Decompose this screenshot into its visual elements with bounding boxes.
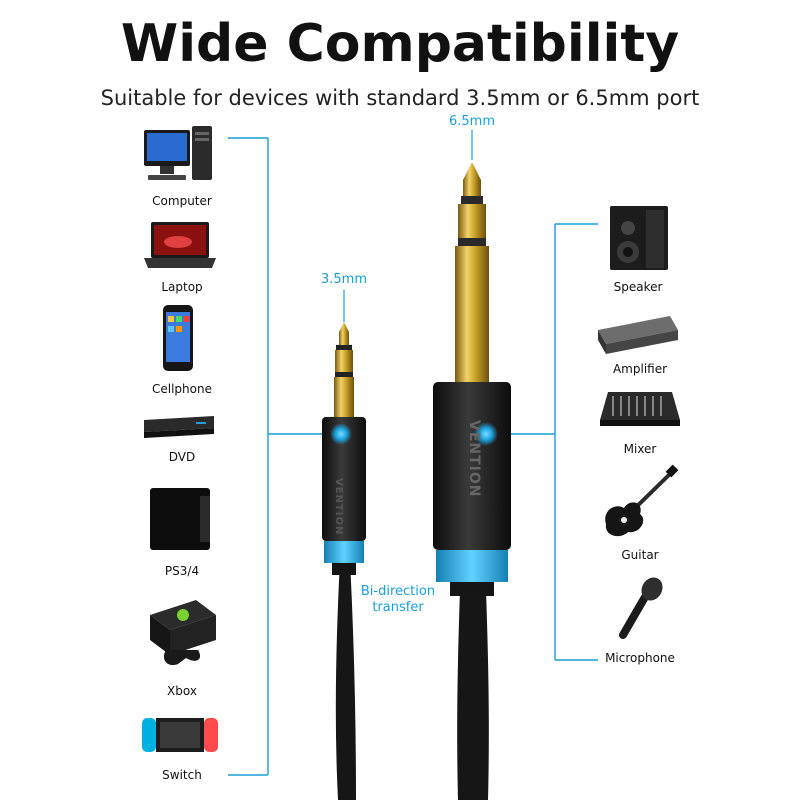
laptop-icon [144, 222, 216, 268]
device-label-switch: Switch [162, 768, 202, 782]
device-label-laptop: Laptop [161, 280, 203, 294]
device-label-amplifier: Amplifier [612, 362, 668, 376]
device-label-guitar: Guitar [621, 548, 659, 562]
amplifier-icon [598, 316, 678, 354]
device-label-computer: Computer [152, 194, 212, 208]
small-plug-label: 3.5mm [320, 272, 367, 287]
device-label-cellphone: Cellphone [152, 382, 212, 396]
large-plug-6-5mm [433, 162, 511, 800]
cellphone-icon [163, 305, 193, 371]
device-label-microphone: Microphone [605, 651, 675, 665]
large-plug-brand: VENTION [466, 420, 482, 498]
device-label-xbox: Xbox [167, 684, 197, 698]
device-label-dvd: DVD [168, 450, 196, 464]
page-subtitle: Suitable for devices with standard 3.5mm… [100, 86, 700, 110]
dvd-icon [144, 416, 214, 438]
microphone-icon [619, 577, 663, 639]
device-label-speaker: Speaker [613, 280, 663, 294]
computer-icon [144, 126, 212, 180]
small-plug-brand: VENTION [333, 478, 344, 536]
large-plug-label: 6.5mm [448, 114, 495, 129]
device-label-mixer: Mixer [623, 442, 657, 456]
transfer-label: Bi-direction transfer [356, 584, 440, 616]
speaker-icon [610, 206, 668, 270]
guitar-icon [605, 464, 679, 537]
transfer-label-line1: Bi-direction [360, 584, 436, 599]
page-title: Wide Compatibility [120, 14, 680, 74]
small-plug-3-5mm [322, 322, 366, 800]
mixer-icon [600, 392, 680, 426]
xbox-icon [150, 600, 216, 666]
device-label-ps: PS3/4 [164, 564, 200, 578]
console-icon [150, 488, 210, 550]
switch-icon [142, 718, 218, 752]
transfer-label-line2: transfer [372, 600, 424, 615]
